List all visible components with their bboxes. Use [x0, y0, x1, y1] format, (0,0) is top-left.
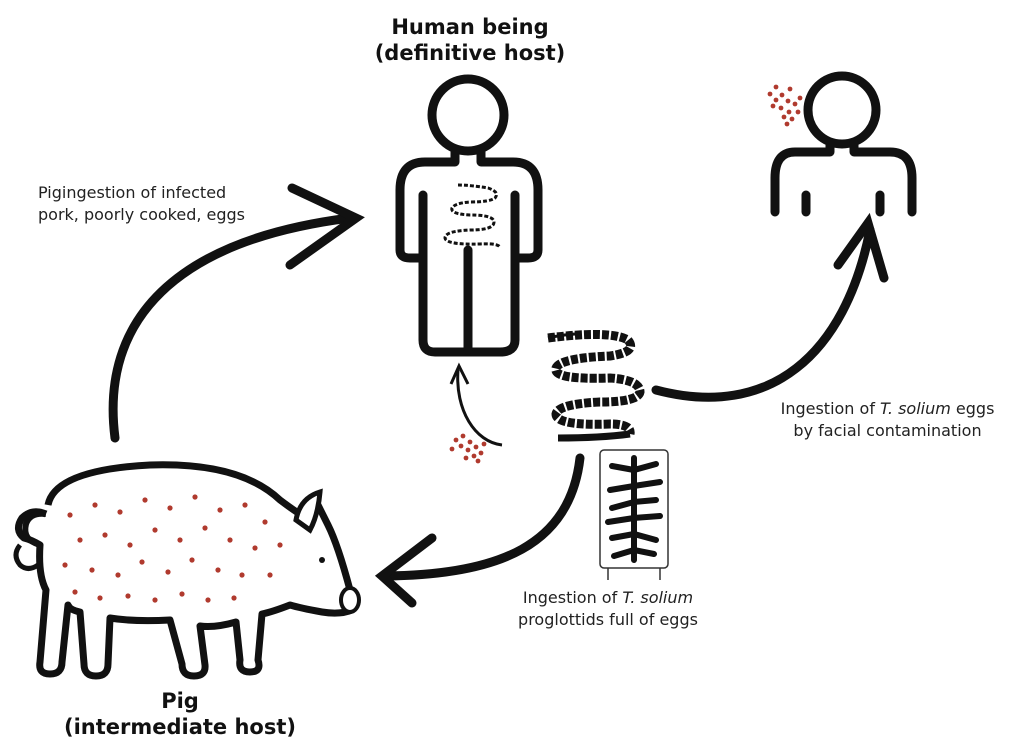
human-bust-icon	[775, 76, 912, 212]
pig-host-role: (intermediate host)	[40, 714, 320, 740]
proglottid-route-prefix: Ingestion of	[523, 588, 622, 607]
egg-cluster-bust-icon	[768, 85, 803, 127]
facial-route-note: Ingestion of T. solium eggs by facial co…	[760, 398, 1015, 442]
pig-icon	[16, 465, 359, 676]
arrow-eggs-to-human	[458, 370, 502, 445]
pork-route-line1: Pigingestion of infected	[38, 182, 245, 204]
arrow-head-eggs	[451, 366, 468, 384]
human-host-title: Human being (definitive host)	[330, 14, 610, 66]
facial-route-species: T. solium	[880, 399, 951, 418]
tapeworm-icon	[548, 334, 640, 438]
facial-route-prefix: Ingestion of	[781, 399, 880, 418]
pork-route-note: Pigingestion of infected pork, poorly co…	[38, 182, 245, 226]
proglottid-route-note: Ingestion of T. solium proglottids full …	[498, 587, 718, 631]
pig-host-name: Pig	[40, 688, 320, 714]
egg-cluster-icon	[450, 434, 487, 464]
proglottid-route-species: T. solium	[622, 588, 693, 607]
arrow-worm-to-bust	[656, 230, 870, 397]
human-host-role: (definitive host)	[330, 40, 610, 66]
human-host-name: Human being	[330, 14, 610, 40]
proglottid-icon	[600, 450, 668, 580]
facial-route-line1: Ingestion of T. solium eggs	[760, 398, 1015, 420]
facial-route-suffix: eggs	[951, 399, 995, 418]
tapeworm-in-human-icon	[445, 185, 500, 248]
pig-host-title: Pig (intermediate host)	[40, 688, 320, 740]
proglottid-route-line2: proglottids full of eggs	[498, 609, 718, 631]
pork-route-line2: pork, poorly cooked, eggs	[38, 204, 245, 226]
arrow-worm-to-pig	[385, 458, 580, 576]
proglottid-route-line1: Ingestion of T. solium	[498, 587, 718, 609]
facial-route-line2: by facial contamination	[760, 420, 1015, 442]
